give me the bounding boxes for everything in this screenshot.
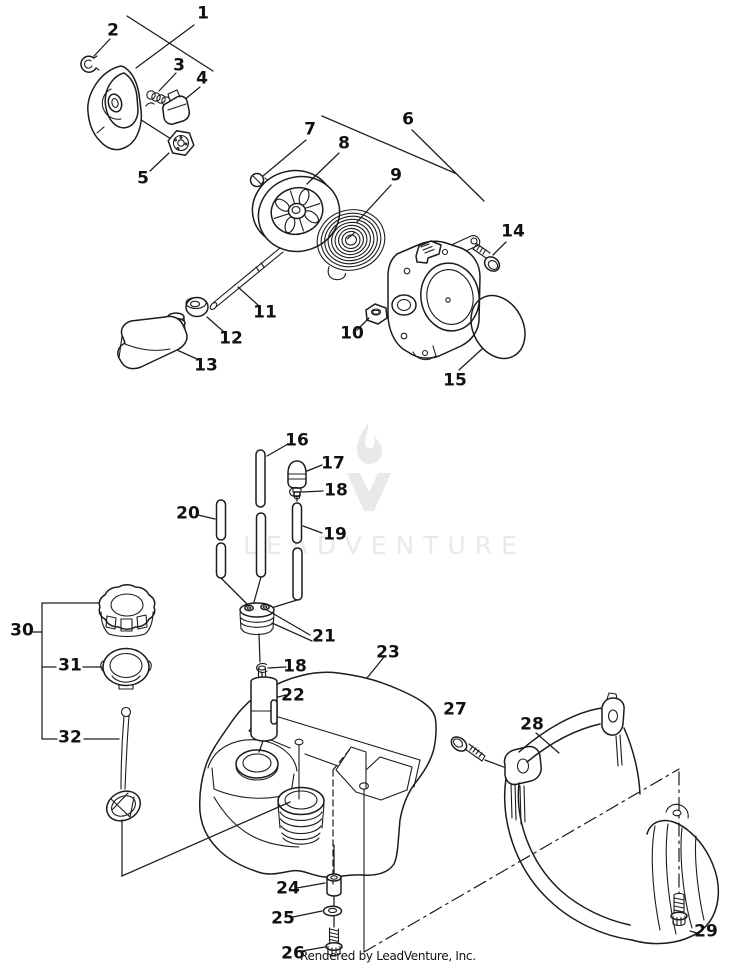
- screw-29: [671, 893, 687, 925]
- cap-gasket-31: [101, 649, 152, 690]
- lock-nut-5: [168, 131, 194, 155]
- callout-11: 11: [253, 302, 277, 323]
- clip-ring-18b: [257, 663, 267, 672]
- washer-25: [324, 906, 342, 916]
- alignment-lines: [364, 769, 679, 952]
- callout-2: 2: [107, 20, 119, 41]
- fuel-line-assembly: [198, 444, 323, 752]
- callout-30: 30: [10, 620, 34, 641]
- recoil-starter-assembly: [118, 116, 536, 370]
- bolt-14: [473, 244, 502, 274]
- callout-4: 4: [196, 68, 208, 89]
- callout-13: 13: [194, 355, 218, 376]
- fuel-cap-assembly: [33, 585, 290, 876]
- footer-credit: Rendered by LeadVenture, Inc.: [300, 949, 476, 963]
- fuel-pipe-19: [293, 503, 302, 543]
- starter-pawl-4: [163, 90, 190, 124]
- callout-29: 29: [694, 921, 718, 942]
- callout-31: 31: [58, 655, 82, 676]
- starter-handle-13: [118, 313, 187, 369]
- fuel-pipe-20: [217, 500, 226, 540]
- fuel-filter-22: [251, 666, 277, 741]
- callout-19: 19: [323, 524, 347, 545]
- gasket-15: [460, 286, 535, 368]
- callout-5: 5: [137, 168, 149, 189]
- callout-24: 24: [276, 878, 300, 899]
- rewind-spring-9: [310, 202, 393, 282]
- starter-cam-1: [88, 66, 142, 150]
- protector-guard-28: [504, 693, 718, 944]
- callout-6: 6: [402, 109, 414, 130]
- callout-27: 27: [443, 699, 467, 720]
- callout-22: 22: [281, 685, 305, 706]
- tank-fasteners: [293, 845, 342, 956]
- bolt-27: [449, 734, 485, 761]
- fuel-tank: [200, 657, 436, 952]
- callout-25: 25: [271, 908, 295, 929]
- callout-12: 12: [219, 328, 243, 349]
- callout-17: 17: [321, 453, 345, 474]
- e-clip-2: [81, 56, 99, 72]
- tank-grommet-21: [240, 603, 274, 635]
- starter-rope-11: [209, 248, 283, 311]
- callout-9: 9: [390, 165, 402, 186]
- callout-18: 18: [283, 656, 307, 677]
- callout-14: 14: [501, 221, 525, 242]
- callout-21: 21: [312, 626, 336, 647]
- callout-8: 8: [338, 133, 350, 154]
- starter-cam-assembly: [81, 16, 213, 171]
- fuel-pipe-16: [256, 450, 265, 507]
- callout-16: 16: [285, 430, 309, 451]
- starter-case: [388, 236, 484, 360]
- leadventure-flame-v-icon: [347, 423, 391, 511]
- callout-3: 3: [173, 55, 185, 76]
- clip-ring-18a: [290, 487, 300, 496]
- callout-26: 26: [281, 943, 305, 964]
- fuel-cap-30: [99, 585, 154, 637]
- callout-15: 15: [443, 370, 467, 391]
- guard-assembly: [449, 693, 719, 944]
- callout-23: 23: [376, 642, 400, 663]
- callout-7: 7: [304, 119, 316, 140]
- square-nut-10: [366, 304, 387, 324]
- cap-retainer-32: [101, 708, 145, 827]
- watermark-text: LEADVENTURE: [243, 531, 526, 560]
- rope-grommet-12: [186, 298, 208, 317]
- callout-28: 28: [520, 714, 544, 735]
- callout-32: 32: [58, 727, 82, 748]
- callout-20: 20: [176, 503, 200, 524]
- callout-10: 10: [340, 323, 364, 344]
- screw-26: [326, 928, 342, 956]
- callout-1: 1: [197, 3, 209, 24]
- callout-18: 18: [324, 480, 348, 501]
- spacer-24: [327, 874, 341, 896]
